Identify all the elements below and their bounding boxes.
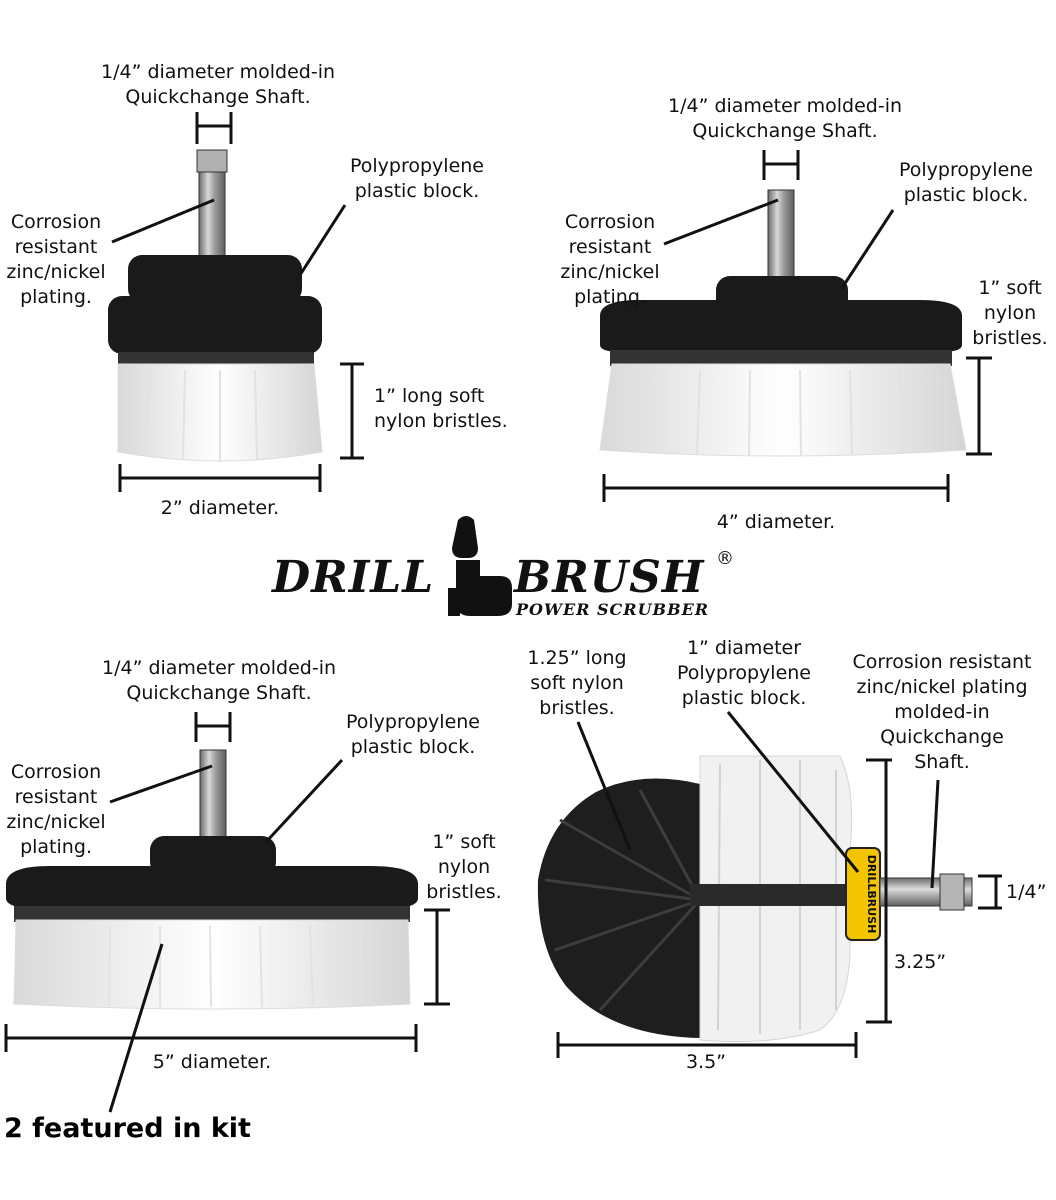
bristles: [13, 919, 411, 1010]
shaft-collar: [939, 873, 965, 911]
brush-4in-block-label: Polypropylene plastic block.: [898, 159, 1033, 206]
shaft-dimension-mark: [195, 112, 233, 144]
bristle-sockets: [118, 352, 314, 366]
brand-tagline: POWER SCRUBBER: [516, 600, 710, 619]
plastic-block: [6, 866, 418, 908]
diameter-dimension-mark: [4, 1024, 418, 1052]
hub: [128, 255, 302, 303]
shaft-leader: [930, 779, 940, 889]
shaft: [767, 189, 795, 291]
bristle-sockets: [14, 906, 410, 922]
plating-leader: [111, 198, 215, 244]
brand-word-left: DRILL: [272, 552, 435, 603]
bristle-dimension-mark: [340, 362, 364, 460]
brush-5in-plating-label: Corrosion resistant zinc/nickel plating.: [6, 761, 106, 858]
brush-4in-bristle-label: 1” soft nylon bristles.: [972, 277, 1048, 349]
bristle-sockets: [610, 350, 952, 366]
brush-round: DRILLBRUSH: [537, 711, 1002, 1058]
brush-5in-block-label: Polypropylene plastic block.: [345, 711, 480, 758]
block-leader: [726, 711, 860, 873]
brush-2in-diameter-label: 2” diameter.: [160, 497, 280, 519]
round-brush-shaft-label: Corrosion resistant zinc/nickel plating …: [852, 651, 1032, 773]
shaft: [199, 749, 227, 843]
block-leader: [840, 209, 895, 289]
twisted-core: [690, 884, 850, 906]
brush-4in: [599, 150, 992, 502]
brush-5in-bristle-label: 1” soft nylon bristles.: [426, 831, 502, 903]
plastic-block: [600, 300, 962, 352]
brush-2in-block-label: Polypropylene plastic block.: [349, 155, 484, 202]
round-brush-shaft-dimension: 1/4”: [1006, 881, 1047, 903]
brush-5in: [4, 712, 450, 1113]
round-brush-block-label: 1” diameter Polypropylene plastic block.: [676, 637, 811, 709]
bristle-leader: [576, 721, 632, 851]
plating-leader: [109, 764, 213, 804]
bristle-dimension-mark: [424, 908, 450, 1006]
registered-mark: ®: [716, 548, 734, 569]
shaft-collar: [196, 149, 228, 173]
brush-4in-diameter-label: 4” diameter.: [716, 511, 836, 533]
bristle-dimension-mark: [966, 356, 992, 456]
diameter-dimension-mark: [118, 464, 322, 492]
brush-4in-shaft-label: 1/4” diameter molded-in Quickchange Shaf…: [667, 95, 903, 142]
bristles: [599, 363, 967, 457]
brush-5in-shaft-label: 1/4” diameter molded-in Quickchange Shaf…: [101, 657, 337, 704]
round-brush-height-dimension: 3.25”: [894, 951, 947, 973]
round-brush-width-dimension: 3.5”: [685, 1051, 727, 1073]
black-bristles: [537, 778, 700, 1038]
shaft-dimension-mark: [194, 712, 232, 742]
brush-2in-plating-label: Corrosion resistant zinc/nickel plating.: [6, 211, 106, 308]
height-dimension-mark: [866, 758, 892, 1024]
brand-word-right: BRUSH: [514, 552, 705, 603]
drill-logo-icon: [448, 516, 512, 616]
block-leader: [298, 204, 347, 276]
brush-4in-plating-label: Corrosion resistant zinc/nickel plating.: [560, 211, 660, 308]
band-label: DRILLBRUSH: [865, 855, 878, 934]
brush-2in-shaft-label: 1/4” diameter molded-in Quickchange Shaf…: [100, 61, 336, 108]
shaft-dimension-mark: [762, 150, 800, 180]
plating-leader: [663, 198, 779, 246]
brush-2in: [108, 112, 364, 492]
brush-2in-bristle-label: 1” long soft nylon bristles.: [374, 385, 508, 432]
round-brush-bristle-label: 1.25” long soft nylon bristles.: [527, 647, 627, 719]
width-dimension-mark: [556, 1032, 858, 1058]
plastic-block: [108, 296, 322, 354]
shaft-dimension-mark: [978, 874, 1002, 910]
brush-5in-diameter-label: 5” diameter.: [152, 1051, 272, 1073]
featured-leader: [108, 943, 164, 1113]
diameter-dimension-mark: [602, 474, 950, 502]
block-leader: [264, 758, 344, 844]
featured-note: 2 featured in kit: [4, 1113, 251, 1144]
